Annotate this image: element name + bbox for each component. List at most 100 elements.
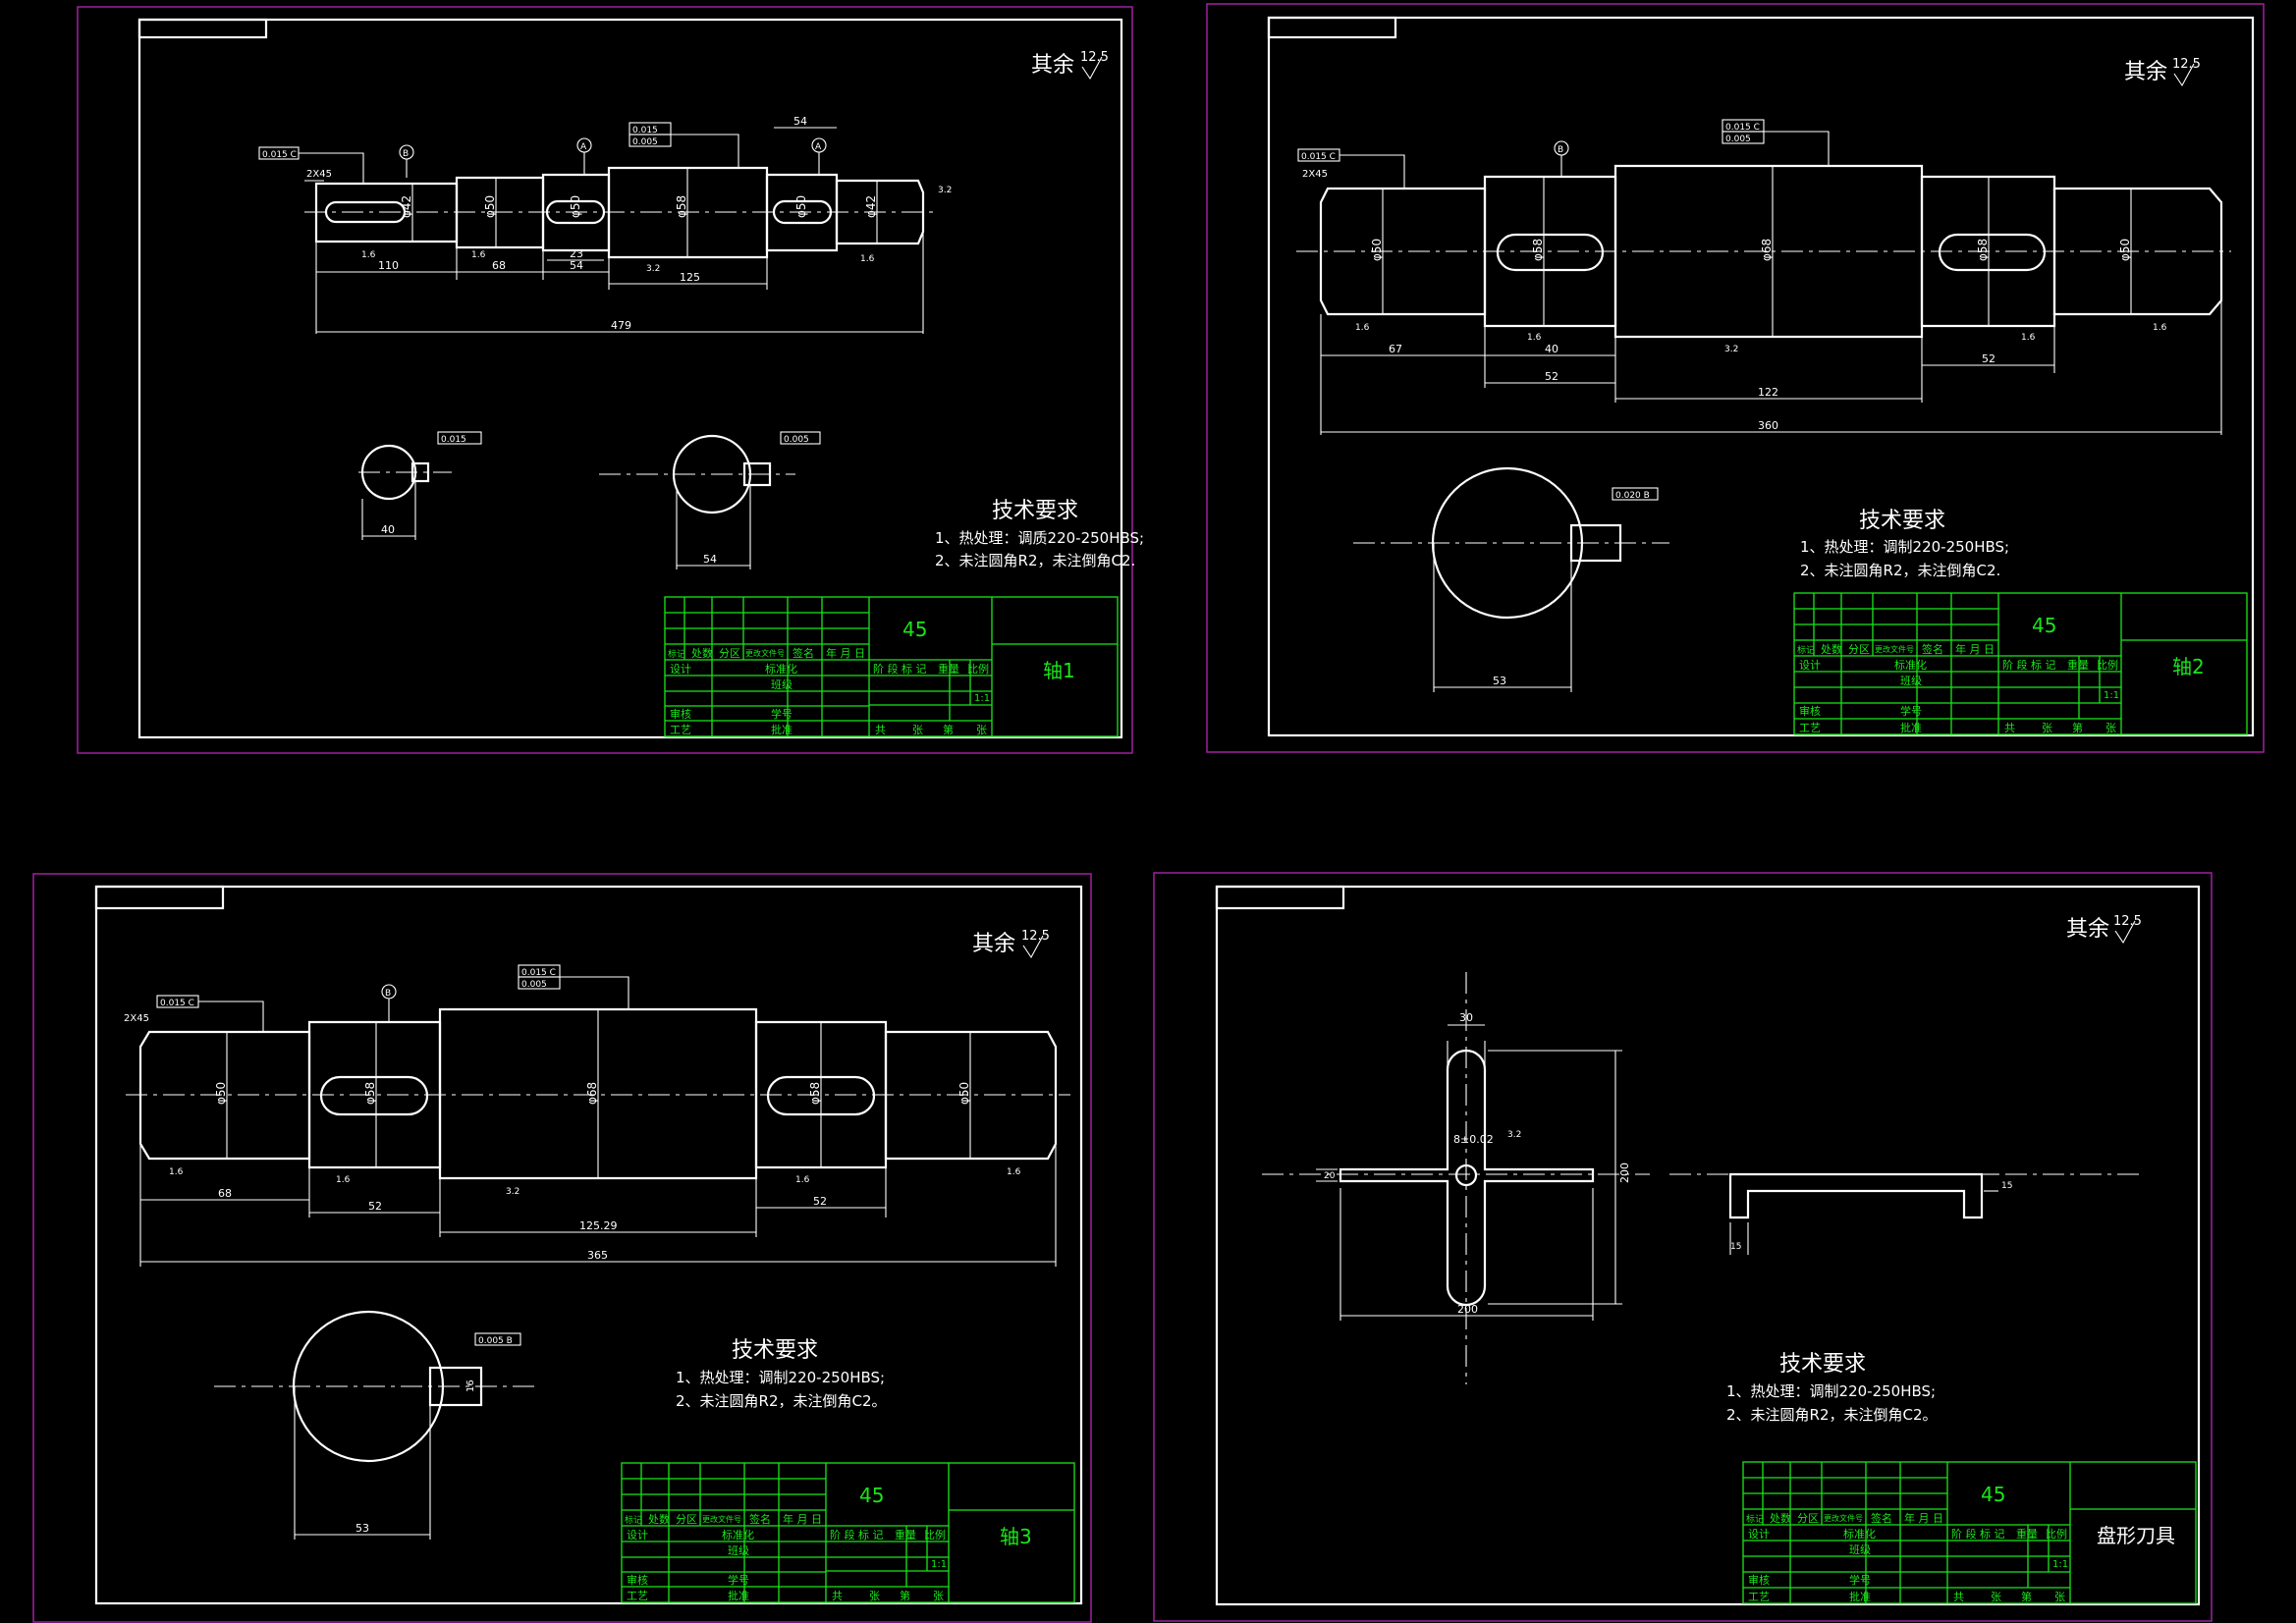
diameter-label: φ50 (214, 1082, 228, 1105)
tb-ratio: 比例 (2046, 1527, 2067, 1541)
surface-rest-label: 其余 (2066, 917, 2109, 942)
diameter-label: φ50 (2118, 239, 2132, 261)
roughness-symbol-icon (1022, 935, 1044, 959)
roughness-value: 1.6 (2021, 333, 2036, 343)
disc-cutter-front-view: 30 200 200 20 8±0.02 3.2 (1262, 972, 1650, 1384)
tb-stage: 阶 段 标 记 (830, 1528, 884, 1542)
tb-row: 标准化 (1894, 658, 1927, 672)
dimension-value: 15 (1730, 1242, 1741, 1252)
tb-scale: 1:1 (931, 1559, 947, 1570)
dimension-value: 200 (1457, 1303, 1478, 1316)
tb-header: 更改文件号 (702, 1514, 741, 1524)
surface-rest-roughness: 12.5 (1080, 50, 1109, 65)
section-hatched (672, 434, 752, 514)
tb-ratio: 比例 (924, 1528, 946, 1542)
shaft-2-section: 0.020 B 53 (1353, 466, 1669, 692)
tb-row: 班级 (728, 1544, 749, 1557)
tolerance-frame (629, 134, 672, 147)
tb-header: 处数 (691, 647, 713, 660)
dimension-value: 52 (368, 1200, 382, 1213)
tb-sheet: 张 (2054, 1591, 2065, 1603)
dimension-value: 125.29 (579, 1219, 618, 1232)
dimension-value: 54 (793, 115, 807, 128)
sheet-2-code-box (1267, 16, 1397, 39)
surface-rest-label: 其余 (2124, 60, 2167, 84)
shaft-2-front-view: φ50 φ58 φ68 φ58 φ50 2X45 0.015 C 0.015 C… (1296, 119, 2231, 435)
tb-sheet: 张 (2105, 722, 2116, 734)
tb-sheet: 共 (875, 724, 886, 736)
keyway (1496, 233, 1605, 272)
tb-sheet: 第 (2021, 1590, 2032, 1603)
diameter-label: φ50 (569, 195, 582, 218)
roughness-value: 3.2 (646, 264, 660, 274)
tb-header: 更改文件号 (1875, 644, 1914, 654)
center-hole (1454, 1163, 1478, 1187)
tech-requirement-line: 2、未注圆角R2，未注倒角C2. (935, 552, 1135, 569)
tolerance-value: 0.015 (441, 435, 466, 445)
diameter-label: φ58 (1531, 239, 1545, 261)
dimension-value: 479 (611, 319, 631, 332)
surface-rest-label: 其余 (972, 932, 1015, 956)
tolerance-value: 0.015 C (160, 999, 194, 1008)
roughness-value: 1.6 (795, 1175, 810, 1185)
tb-sheet: 张 (1991, 1591, 2001, 1603)
title-block: 45 盘形刀具 标记 处数 分区 更改文件号 签名 年 月 日 设计 标准化 班… (1742, 1461, 2197, 1604)
tb-weight: 重量 (895, 1528, 916, 1542)
tb-header: 年 月 日 (1955, 642, 1995, 656)
diameter-label: φ42 (864, 195, 878, 218)
tb-ratio: 比例 (967, 662, 989, 676)
surface-rest-roughness: 12.5 (2113, 914, 2142, 929)
cutter-side-profile (1728, 1172, 1984, 1219)
diameter-label: φ58 (363, 1082, 377, 1105)
tb-row: 审核 (1748, 1573, 1770, 1587)
surface-rest-roughness: 12.5 (2172, 57, 2201, 72)
dimension-value: 40 (381, 523, 395, 536)
tolerance-value: 0.015 C (1301, 152, 1336, 162)
tolerance-frame (1722, 131, 1765, 144)
datum-letter: A (815, 142, 822, 152)
disc-cutter-side-view: 15 15 (1669, 1172, 2141, 1255)
dimension-value: 360 (1758, 419, 1778, 432)
keyway (324, 200, 407, 224)
tolerance-frame (518, 976, 561, 990)
roughness-value: 1.6 (2153, 323, 2167, 333)
tech-requirement-line: 2、未注圆角R2，未注倒角C2。 (1726, 1406, 1938, 1424)
tb-header: 标记 (1746, 1513, 1764, 1525)
sheet-3-shaft-3: 其余 12.5 φ50 φ58 φ68 φ58 φ50 2X45 0.015 C (32, 873, 1092, 1623)
tb-sheet: 张 (912, 724, 923, 736)
keyway (545, 199, 606, 225)
dimension-value: 20 (1324, 1171, 1336, 1181)
roughness-value: 1.6 (860, 254, 875, 264)
tb-row: 班级 (771, 678, 793, 691)
title-block: 45 轴1 标记 处数 分区 更改文件号 签名 年 月 日 设计 标准化 班级 … (664, 596, 1119, 737)
tb-header: 处数 (1821, 643, 1842, 656)
roughness-value: 1.6 (361, 250, 376, 260)
tb-header: 签名 (793, 646, 814, 660)
tb-row: 审核 (1799, 704, 1821, 718)
title-block: 45 轴2 标记 处数 分区 更改文件号 签名 年 月 日 设计 标准化 班级 … (1793, 592, 2248, 735)
tb-header: 更改文件号 (745, 648, 785, 658)
tb-row: 班级 (1900, 675, 1922, 687)
tb-row: 学号 (728, 1573, 749, 1587)
tb-header: 标记 (1797, 644, 1815, 656)
roughness-symbol-icon (2173, 63, 2195, 87)
tech-requirements-title: 技术要求 (732, 1338, 818, 1363)
tb-stage: 阶 段 标 记 (1951, 1527, 2005, 1541)
tb-header: 更改文件号 (1824, 1513, 1863, 1523)
tb-header: 分区 (1848, 643, 1870, 656)
tb-row: 工艺 (1799, 722, 1821, 734)
tb-sheet: 张 (2042, 722, 2052, 734)
roughness-symbol-icon (2114, 920, 2136, 945)
tb-sheet: 第 (943, 723, 954, 736)
roughness-value: 3.2 (938, 186, 952, 195)
sheet-3-code-box (94, 885, 225, 910)
diameter-label: φ50 (957, 1082, 971, 1105)
tb-sheet: 共 (2004, 722, 2015, 734)
tb-header: 签名 (1871, 1511, 1892, 1525)
sheet-2-shaft-2: 其余 12.5 φ50 φ58 φ68 φ58 φ50 2X45 0.015 C (1206, 3, 2265, 753)
tb-row: 审核 (670, 707, 691, 721)
tb-sheet: 共 (1953, 1591, 1964, 1603)
tb-row: 批准 (1900, 721, 1922, 734)
tolerance-value: 0.020 B (1615, 491, 1650, 501)
sheet-2-frame (1267, 16, 2255, 737)
